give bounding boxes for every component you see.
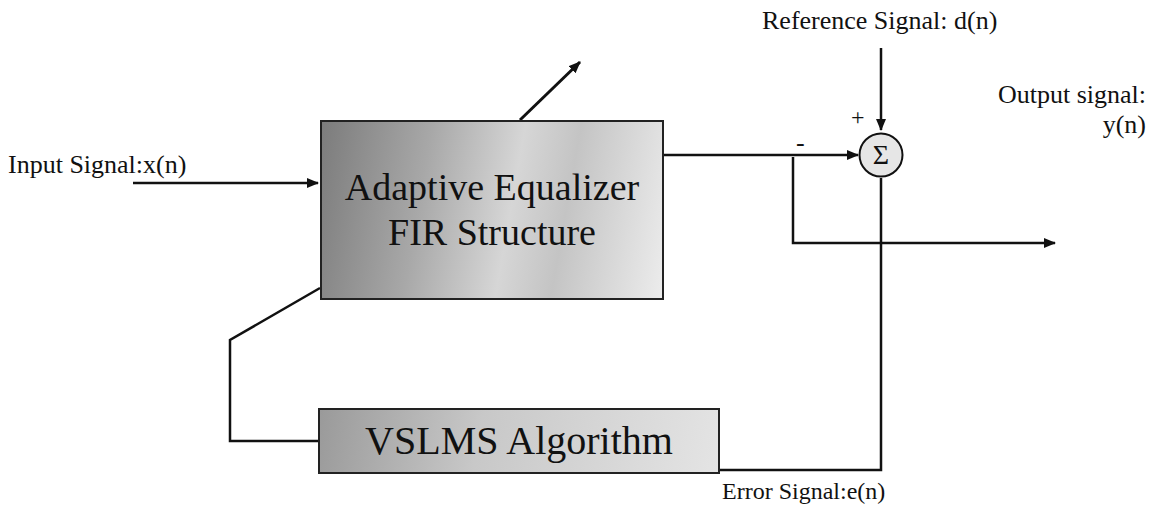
signal-connector: [720, 178, 881, 470]
sign-label: -: [796, 128, 805, 158]
algorithm-box: VSLMS Algorithm: [318, 408, 720, 474]
signal-connector: [230, 288, 320, 441]
signal-name: Reference Signal: d(n): [762, 6, 997, 36]
reference-arrow: [880, 48, 883, 130]
box-title: Adaptive Equalizer FIR Structure: [334, 165, 650, 255]
equalizer-box: Adaptive Equalizer FIR Structure: [320, 120, 664, 300]
adaptation-arrow: [520, 62, 580, 120]
input-arrow: [133, 182, 318, 185]
output-branch: [793, 157, 1055, 243]
signal-name: Error Signal:e(n): [722, 478, 885, 506]
signal-name: Output signal: y(n): [960, 80, 1146, 140]
signal-name: Input Signal:x(n): [8, 150, 186, 180]
signal-connector: [664, 154, 858, 157]
box-title: VSLMS Algorithm: [365, 419, 673, 463]
sign-label: +: [851, 104, 865, 132]
sum-symbol: Σ: [873, 141, 889, 169]
summing-junction: Σ: [858, 132, 904, 178]
